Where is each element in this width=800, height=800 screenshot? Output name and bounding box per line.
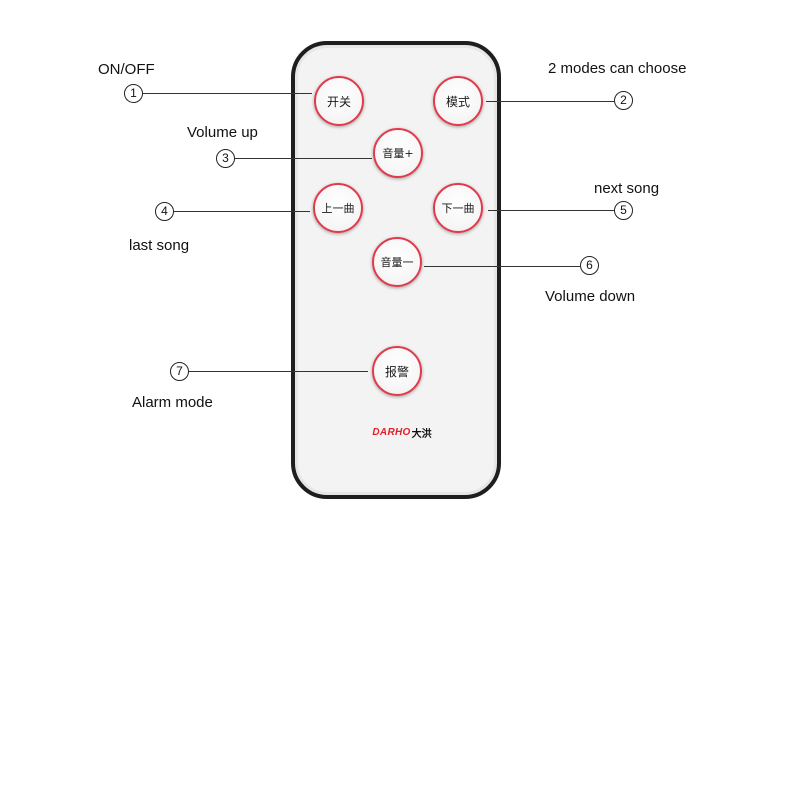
callout-1-number: 1 bbox=[124, 84, 143, 103]
callout-7-line bbox=[189, 371, 368, 372]
callout-7-label: Alarm mode bbox=[132, 394, 213, 411]
volume-down-button[interactable]: 音量一 bbox=[372, 237, 422, 287]
callout-2-label: 2 modes can choose bbox=[548, 60, 687, 77]
volume-up-button[interactable]: 音量+ bbox=[373, 128, 423, 178]
previous-song-button[interactable]: 上一曲 bbox=[313, 183, 363, 233]
callout-6-number: 6 bbox=[580, 256, 599, 275]
callout-3-label: Volume up bbox=[187, 124, 258, 141]
callout-2-number: 2 bbox=[614, 91, 633, 110]
callout-7-number: 7 bbox=[170, 362, 189, 381]
callout-6-label: Volume down bbox=[545, 288, 636, 305]
callout-4-label: last song bbox=[129, 237, 190, 254]
callout-3-line bbox=[234, 158, 372, 159]
callout-5-number: 5 bbox=[614, 201, 633, 220]
callout-5-label: next song bbox=[594, 180, 660, 197]
callout-4-number: 4 bbox=[155, 202, 174, 221]
callout-2-line bbox=[486, 101, 614, 102]
next-song-button[interactable]: 下一曲 bbox=[433, 183, 483, 233]
callout-1-label: ON/OFF bbox=[98, 61, 155, 78]
on-off-button[interactable]: 开关 bbox=[314, 76, 364, 126]
brand-logo-latin: DARHO bbox=[372, 426, 411, 438]
alarm-button[interactable]: 报警 bbox=[372, 346, 422, 396]
callout-5-line bbox=[488, 210, 614, 211]
callout-3-number: 3 bbox=[216, 149, 235, 168]
callout-1-line bbox=[142, 93, 312, 94]
brand-logo-cjk: 大洪 bbox=[411, 428, 432, 440]
callout-4-line bbox=[174, 211, 310, 212]
callout-6-line bbox=[424, 266, 580, 267]
brand-logo: DARHO 大洪 bbox=[362, 424, 442, 440]
mode-button[interactable]: 模式 bbox=[433, 76, 483, 126]
